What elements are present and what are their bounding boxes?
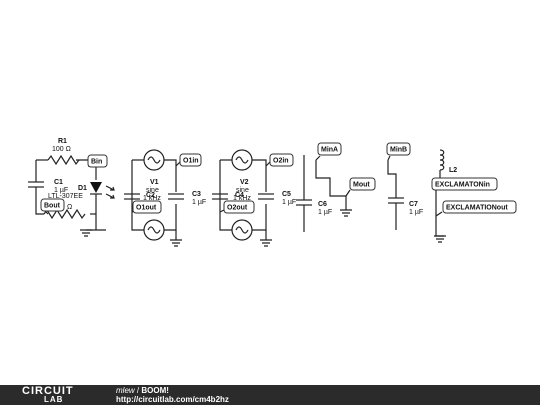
- section-mixer: C6 1 µF MinA Mout: [296, 142, 376, 232]
- net-tag-bout[interactable]: Bout: [40, 198, 65, 215]
- section-exclamation: L2 EXCLAMATONin EXCLAMATIONout: [431, 149, 517, 243]
- r1-value: 100 Ω: [52, 146, 71, 153]
- section-minb: C7 1 µF MinB: [386, 142, 423, 230]
- c4-name: C4: [235, 192, 244, 199]
- section-oscillator-2: V2 sine 1 kHz C4 C5 1 µF O2in O2out: [212, 149, 296, 247]
- net-tag-mout[interactable]: Mout: [345, 177, 376, 197]
- v1-name: V1: [150, 179, 159, 186]
- c7-value: 1 µF: [409, 209, 423, 216]
- circuit-schematic: R1 100 Ω C1 1 µF D1 LTL-307EE Ω Bin Bout: [28, 138, 517, 247]
- resistor-r1[interactable]: [47, 154, 80, 166]
- c3-name: C3: [192, 191, 201, 198]
- net-tag-mina[interactable]: MinA: [315, 142, 342, 161]
- c3-value: 1 µF: [192, 199, 206, 206]
- net-tag-bin[interactable]: Bin: [87, 154, 108, 168]
- svg-text:O2out: O2out: [227, 205, 248, 212]
- ground-symbol: [80, 229, 92, 237]
- svg-text:EXCLAMATIONout: EXCLAMATIONout: [446, 205, 508, 212]
- net-tag-o1out[interactable]: O1out: [131, 200, 162, 214]
- led-d1[interactable]: [90, 182, 102, 193]
- title-separator: /: [134, 386, 142, 395]
- c5-value: 1 µF: [282, 199, 296, 206]
- c1-name: C1: [54, 179, 63, 186]
- net-tag-o2in[interactable]: O2in: [265, 153, 294, 167]
- v1-type: sine: [146, 187, 159, 194]
- c7-name: C7: [409, 201, 418, 208]
- circuit-url[interactable]: http://circuitlab.com/cm4b2hz: [116, 395, 229, 404]
- logo-text-top: CIRCUIT: [22, 385, 74, 397]
- net-tag-exclamation-in[interactable]: EXCLAMATONin: [431, 177, 498, 191]
- l2-name: L2: [449, 167, 457, 174]
- v2-freq: 1 kHz: [233, 195, 251, 202]
- net-tag-minb[interactable]: MinB: [386, 142, 411, 161]
- svg-text:O1in: O1in: [183, 158, 199, 165]
- section-oscillator-1: V1 sine 1 kHz C2 C3 1 µF O1in O1out: [124, 149, 206, 247]
- c5-name: C5: [282, 191, 291, 198]
- author-name[interactable]: mlew: [116, 386, 135, 395]
- section-led: R1 100 Ω C1 1 µF D1 LTL-307EE Ω Bin Bout: [28, 138, 115, 237]
- r2-value: Ω: [67, 204, 72, 211]
- inductor-l2[interactable]: [439, 149, 445, 171]
- net-tag-exclamation-out[interactable]: EXCLAMATIONout: [435, 200, 517, 217]
- net-tag-o2out[interactable]: O2out: [219, 200, 255, 214]
- logo-text-bottom: LAB: [44, 395, 64, 404]
- r1-name: R1: [58, 138, 67, 145]
- d1-name: D1: [78, 185, 87, 192]
- footer-bar: CIRCUIT LAB mlew / BOOM! http://circuitl…: [0, 385, 540, 405]
- svg-text:MinA: MinA: [321, 147, 338, 154]
- d1-part: LTL-307EE: [48, 193, 83, 200]
- svg-text:Bout: Bout: [44, 203, 61, 210]
- v1-freq: 1 kHz: [143, 195, 161, 202]
- circuitlab-logo[interactable]: CIRCUIT LAB: [22, 386, 102, 404]
- c6-value: 1 µF: [318, 209, 332, 216]
- footer-meta: mlew / BOOM! http://circuitlab.com/cm4b2…: [116, 386, 229, 404]
- svg-text:EXCLAMATONin: EXCLAMATONin: [435, 182, 490, 189]
- resistor-r2[interactable]: [43, 208, 86, 220]
- c1-value: 1 µF: [54, 187, 68, 194]
- net-tag-o1in[interactable]: O1in: [175, 153, 202, 167]
- svg-text:Mout: Mout: [353, 182, 370, 189]
- c6-name: C6: [318, 201, 327, 208]
- v2-name: V2: [240, 179, 249, 186]
- circuit-title: BOOM!: [141, 386, 169, 395]
- v2-type: sine: [236, 187, 249, 194]
- svg-text:O2in: O2in: [273, 158, 289, 165]
- svg-text:MinB: MinB: [390, 147, 407, 154]
- svg-text:Bin: Bin: [91, 159, 102, 166]
- svg-text:O1out: O1out: [136, 205, 157, 212]
- c2-name: C2: [146, 192, 155, 199]
